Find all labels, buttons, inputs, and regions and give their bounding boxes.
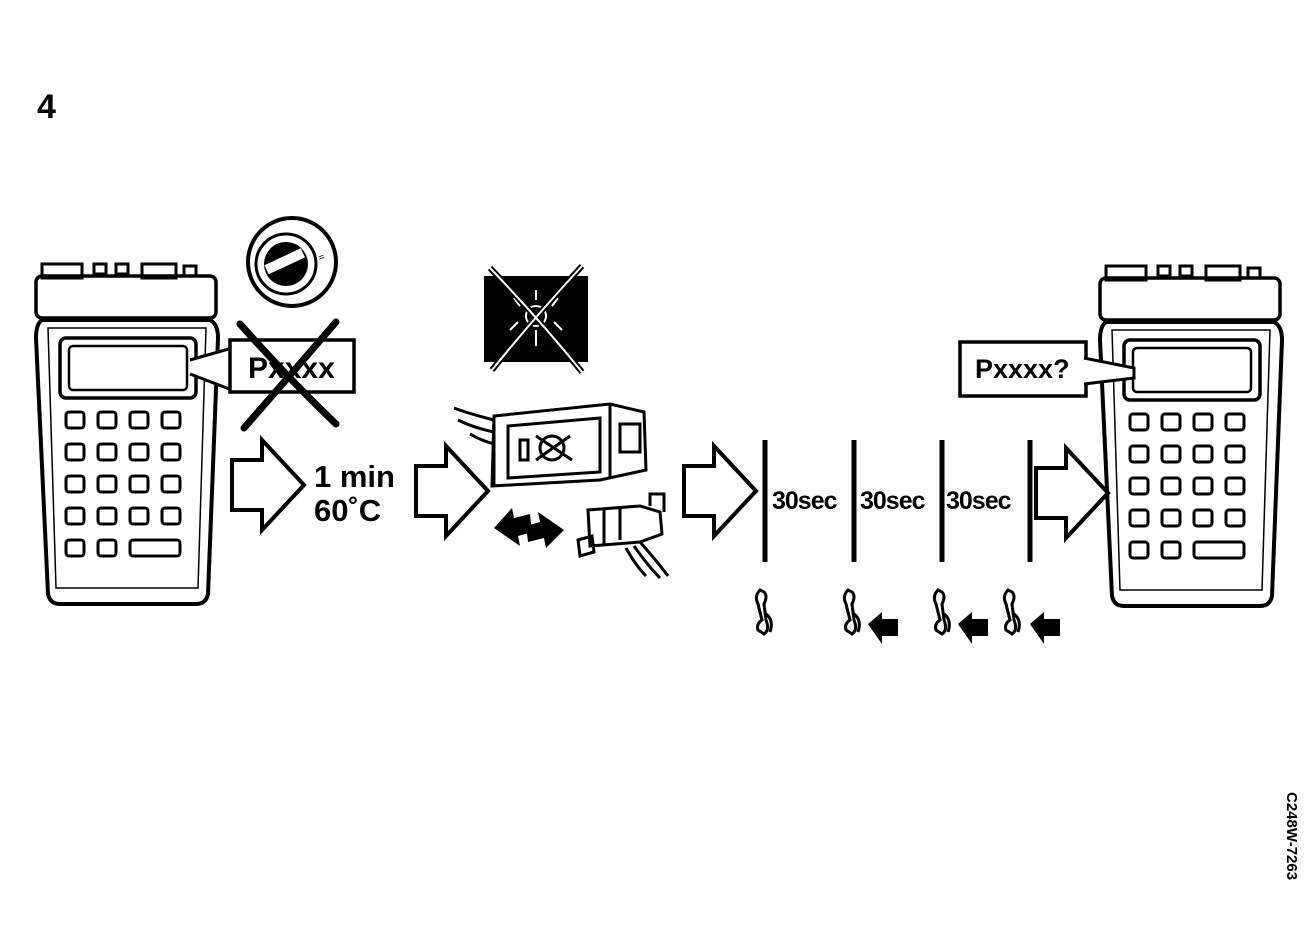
lamp-off-icon xyxy=(484,263,588,374)
fault-code-right: Pxxxx? xyxy=(975,354,1070,384)
press-arrow-icon xyxy=(1030,612,1060,644)
condition-time: 1 min xyxy=(314,459,395,494)
code-box-right xyxy=(958,340,1088,398)
arrow-icon xyxy=(230,438,306,532)
pedal-icon xyxy=(842,588,861,636)
pedal-icon xyxy=(1002,588,1021,636)
ignition-key-icon: II xyxy=(246,216,338,308)
disconnect-arrows-icon xyxy=(494,508,564,548)
connector-icon xyxy=(453,402,648,488)
figure-id: C248W-7263 xyxy=(1283,792,1300,881)
condition-text: 1 min 60˚C xyxy=(314,460,395,528)
interval-label-2: 30sec xyxy=(860,487,926,515)
arrow-icon xyxy=(1034,446,1110,540)
condition-temp: 60˚C xyxy=(314,493,382,528)
interval-label-1: 30sec xyxy=(772,487,838,515)
cross-icon xyxy=(236,318,340,432)
arrow-icon xyxy=(414,444,490,538)
press-arrow-icon xyxy=(868,612,898,644)
step-number: 4 xyxy=(37,88,56,126)
interval-label-3: 30sec xyxy=(946,487,1012,515)
fault-code-left: Pxxxx xyxy=(248,352,335,385)
arrow-icon xyxy=(682,444,758,538)
scan-tool-right-icon xyxy=(1098,264,1284,608)
scan-tool-left-icon xyxy=(34,262,220,606)
svg-text:II: II xyxy=(316,254,326,261)
connector-plug-icon xyxy=(576,492,670,580)
timeline-dividers xyxy=(762,440,1033,562)
press-arrow-icon xyxy=(958,612,988,644)
pedal-icon xyxy=(932,588,951,636)
callout-right xyxy=(1083,356,1136,386)
pedal-icon xyxy=(754,588,773,636)
